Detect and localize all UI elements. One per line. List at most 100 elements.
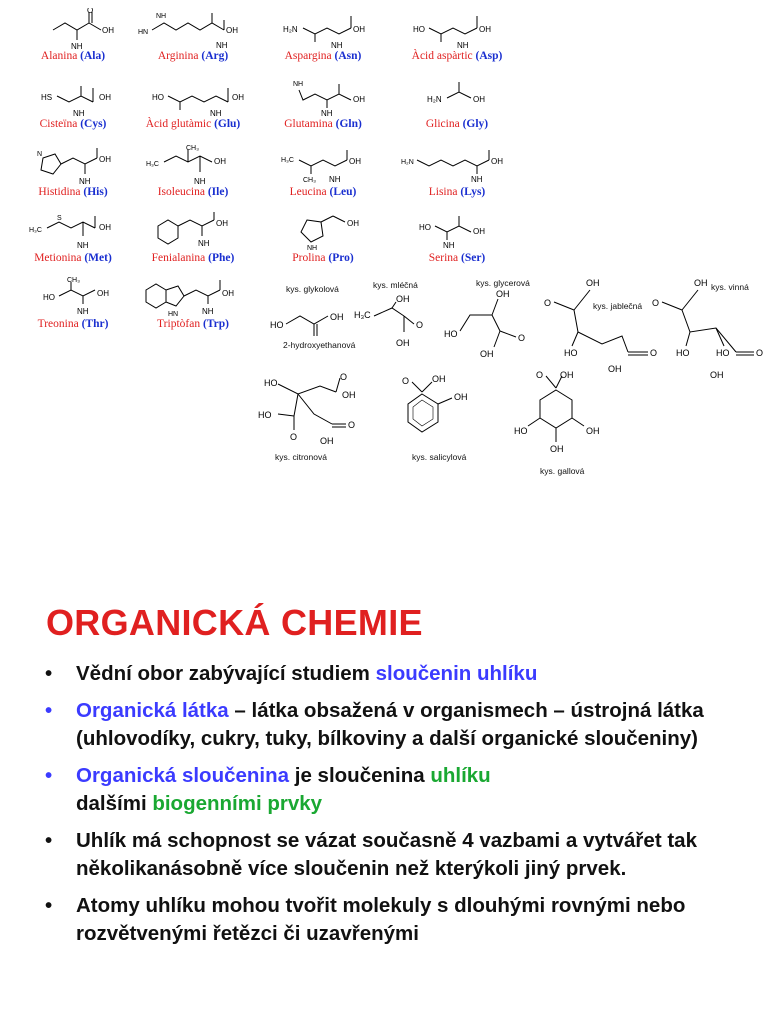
svg-text:CH₃: CH₃	[186, 145, 199, 152]
svg-text:OH: OH	[694, 278, 708, 288]
bullet-item: • Vědní obor zabývající studiem sloučeni…	[45, 660, 745, 689]
bullet-item: • Organická látka – látka obsažená v org…	[45, 698, 704, 751]
svg-text:S: S	[57, 215, 62, 222]
svg-text:OH: OH	[216, 219, 228, 228]
svg-text:NH: NH	[156, 13, 166, 20]
page-title: ORGANICKÁ CHEMIE	[46, 602, 423, 643]
svg-text:NH: NH	[77, 307, 89, 316]
svg-text:CH₃: CH₃	[303, 177, 316, 184]
svg-text:OH: OH	[479, 25, 491, 34]
svg-text:O: O	[416, 320, 423, 330]
svg-text:HO: HO	[676, 348, 690, 358]
glutamine-structure: NH OH NH	[293, 81, 365, 118]
phenylalanine-structure: OH NH	[157, 212, 228, 248]
svg-text:NH: NH	[293, 81, 303, 88]
tartaric-structure: OHO HO HO O OH	[652, 278, 763, 380]
svg-text:HO: HO	[444, 329, 458, 339]
svg-text:NH: NH	[329, 175, 341, 184]
svg-text:OH: OH	[99, 93, 111, 102]
svg-text:OH: OH	[586, 426, 600, 436]
svg-text:NH: NH	[331, 41, 343, 50]
label-gallic: kys. gallová	[540, 466, 585, 476]
svg-text:HO: HO	[413, 25, 425, 34]
svg-text:OH: OH	[432, 374, 446, 384]
svg-text:OH: OH	[550, 444, 564, 454]
svg-text:NH: NH	[321, 109, 333, 118]
svg-text:NH: NH	[77, 241, 89, 250]
label-glycolic: kys. glykolová	[286, 284, 339, 294]
svg-text:O: O	[756, 348, 763, 358]
svg-text:NH: NH	[471, 175, 483, 184]
svg-text:O: O	[536, 370, 543, 380]
isoleucine-structure: H₃C CH₃ OH NH	[146, 145, 226, 186]
svg-text:NH: NH	[307, 245, 317, 252]
svg-text:OH: OH	[353, 95, 365, 104]
label-salicylic: kys. salicylová	[412, 452, 467, 462]
amino-acid-glycine: H₂N OH Glicina (Gly)	[392, 76, 522, 130]
svg-text:OH: OH	[608, 364, 622, 374]
svg-text:O: O	[87, 8, 93, 15]
svg-text:O: O	[650, 348, 657, 358]
svg-text:NH: NH	[443, 241, 455, 250]
svg-text:OH: OH	[320, 436, 334, 446]
svg-text:OH: OH	[99, 155, 111, 164]
svg-text:NH: NH	[79, 177, 91, 186]
bullet-item: • Uhlík má schopnost se vázat současně 4…	[45, 828, 697, 881]
svg-text:OH: OH	[214, 157, 226, 166]
svg-text:OH: OH	[99, 223, 111, 232]
svg-text:OH: OH	[454, 392, 468, 402]
svg-text:HN: HN	[138, 29, 148, 36]
svg-text:HS: HS	[41, 93, 52, 102]
label-citric: kys. citronová	[275, 452, 327, 462]
svg-text:H₂N: H₂N	[283, 25, 298, 34]
svg-text:HO: HO	[419, 223, 431, 232]
histidine-structure: N OH NH	[37, 148, 111, 186]
glycine-structure: H₂N OH	[427, 82, 485, 104]
svg-text:NH: NH	[194, 177, 206, 186]
svg-text:O: O	[544, 298, 551, 308]
svg-text:NH: NH	[198, 239, 210, 248]
svg-text:N: N	[37, 151, 42, 158]
svg-text:NH: NH	[210, 109, 222, 118]
proline-structure: OH NH	[300, 215, 359, 252]
svg-text:OH: OH	[349, 157, 361, 166]
svg-text:H₂N: H₂N	[401, 159, 414, 166]
bullet-item: • Atomy uhlíku mohou tvořit molekuly s d…	[45, 893, 686, 946]
bullet-dot: •	[45, 763, 53, 787]
svg-text:OH: OH	[496, 289, 510, 299]
svg-text:OH: OH	[347, 219, 359, 228]
label-lactic: kys. mléčná	[373, 280, 418, 290]
bullet-dot: •	[45, 698, 53, 722]
bullet-dot: •	[45, 893, 53, 917]
svg-text:O: O	[652, 298, 659, 308]
svg-text:HO: HO	[514, 426, 528, 436]
lactic-structure: H₃C OH OOH	[354, 294, 423, 348]
glycolic-structure: HO OH	[270, 312, 344, 336]
bullet-item: • Organická sloučenina je sloučenina uhl…	[45, 763, 491, 816]
svg-text:H₃C: H₃C	[146, 161, 159, 168]
svg-text:O: O	[348, 420, 355, 430]
